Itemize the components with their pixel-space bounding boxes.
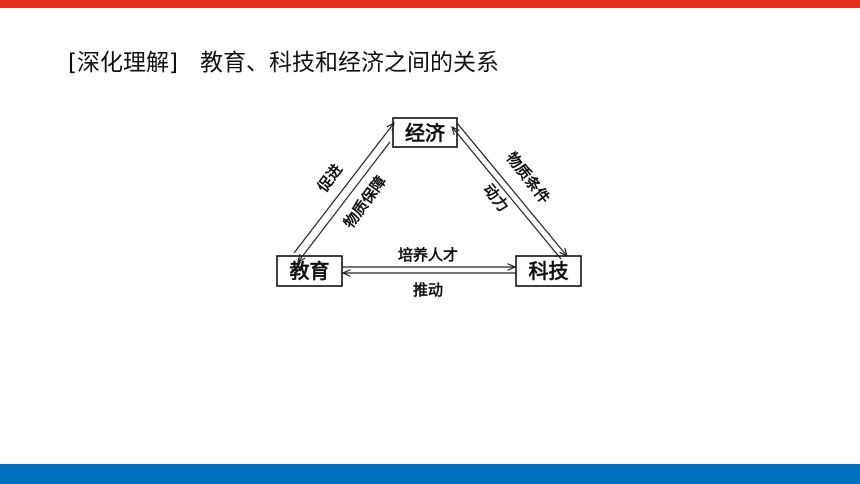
node-education-label: 教育	[290, 259, 330, 283]
arrow-economy-to-education	[298, 141, 391, 262]
node-technology-label: 科技	[529, 259, 570, 283]
arrow-education-to-economy	[293, 123, 394, 254]
heading-tag: [深化理解]	[68, 50, 178, 76]
arrow-economy-to-technology	[456, 122, 567, 256]
top-red-bar	[0, 0, 860, 8]
node-economy-label: 经济	[405, 121, 446, 145]
arrow-technology-to-economy	[452, 127, 562, 260]
node-technology: 科技	[515, 255, 582, 287]
node-economy: 经济	[392, 117, 458, 148]
bottom-blue-bar	[0, 464, 860, 484]
label-economy-to-technology: 物质条件	[502, 149, 553, 207]
label-education-to-technology: 培养人才	[398, 246, 458, 264]
label-economy-to-education: 物质保障	[340, 172, 390, 231]
label-technology-to-economy: 动力	[480, 181, 513, 216]
label-technology-to-education: 推动	[413, 281, 443, 299]
slide-heading: [深化理解] 教育、科技和经济之间的关系	[68, 46, 499, 80]
node-education: 教育	[276, 255, 343, 287]
heading-title: 教育、科技和经济之间的关系	[199, 50, 499, 76]
